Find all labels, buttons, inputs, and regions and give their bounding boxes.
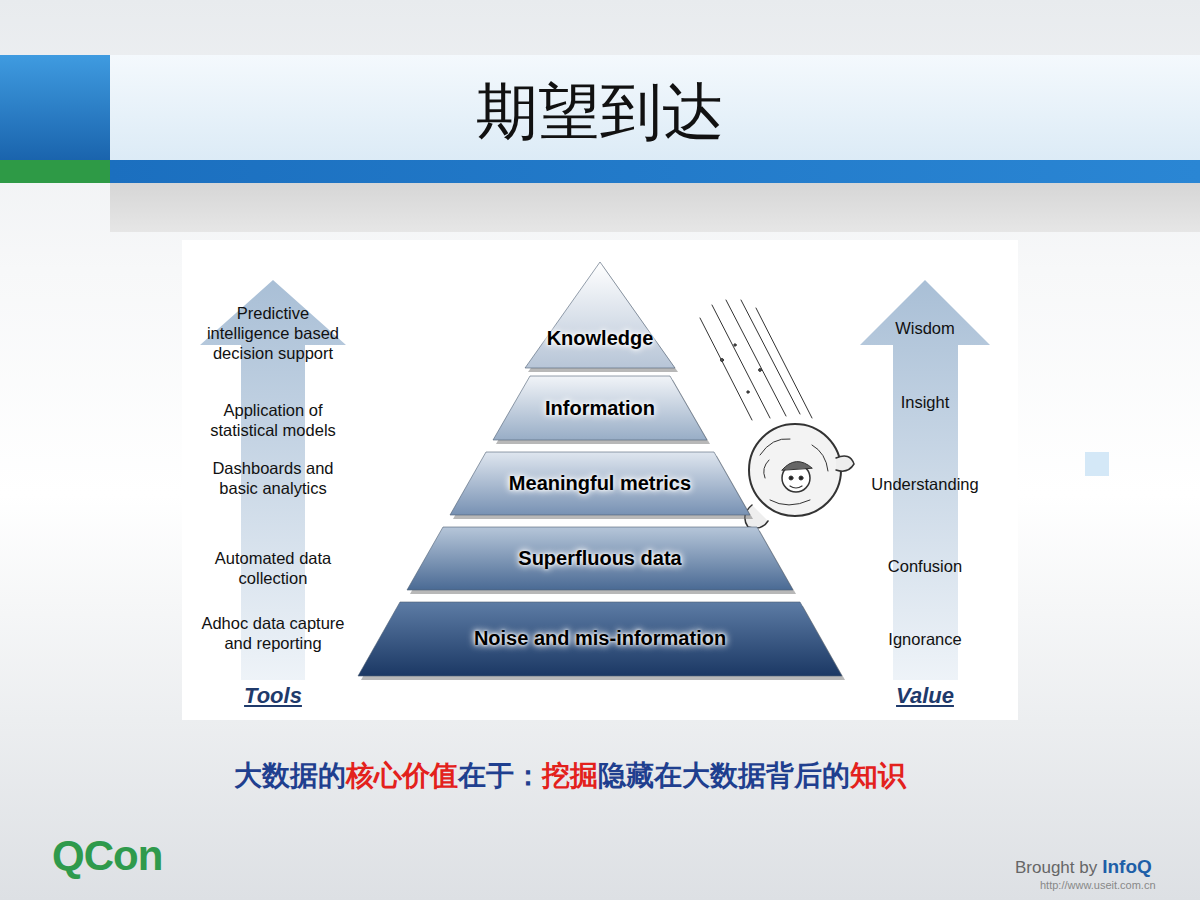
footer-credit: Brought by InfoQ	[1015, 856, 1157, 878]
caption-text: 挖掘	[542, 759, 598, 792]
scale-label: Dashboards and basic analytics	[198, 458, 348, 498]
caption-line: 大数据的核心价值在于：挖掘隐藏在大数据背后的知识	[0, 758, 1140, 794]
pyramid-label: Meaningful metrics	[460, 471, 740, 495]
caption-text: 核心价值	[346, 759, 458, 792]
pyramid-band: Information	[493, 376, 707, 440]
band-fill	[525, 262, 675, 368]
blue-bar	[110, 160, 1200, 183]
pyramid-band: Noise and mis-information	[358, 602, 842, 676]
band-shape	[525, 262, 675, 368]
scale-label: Automated data collection	[198, 548, 348, 588]
pyramid-label: Knowledge	[535, 326, 665, 350]
deco-square	[1085, 452, 1109, 476]
conference-logo: QCon	[52, 832, 162, 880]
pyramid-label: Noise and mis-information	[368, 626, 832, 650]
green-strip	[0, 160, 110, 183]
header-block	[0, 55, 110, 160]
band-fill	[493, 376, 707, 440]
watermark: http://www.useit.com.cn	[1040, 879, 1156, 891]
scale-label: Insight	[855, 392, 995, 412]
scale-arrow: Predictive intelligence based decision s…	[190, 275, 356, 715]
scale-arrow: WisdomInsightUnderstandingConfusionIgnor…	[850, 275, 1000, 715]
caption-text: 知识	[850, 759, 906, 792]
axis-heading: Tools	[198, 683, 348, 709]
pyramid-band: Meaningful metrics	[450, 452, 750, 515]
scale-label: Application of statistical models	[198, 400, 348, 440]
pyramid-label: Superfluous data	[417, 546, 783, 570]
figure-panel	[182, 240, 1018, 720]
band-fill	[358, 602, 842, 676]
pyramid-label: Information	[503, 396, 697, 420]
scale-label: Predictive intelligence based decision s…	[198, 303, 348, 363]
caption-text: 大数据的	[234, 759, 346, 792]
scale-label: Confusion	[855, 556, 995, 576]
pyramid-band: Superfluous data	[407, 527, 793, 590]
scale-label: Understanding	[855, 474, 995, 494]
axis-heading: Value	[855, 683, 995, 709]
pyramid-band: Knowledge	[525, 262, 675, 368]
slide-title: 期望到达	[0, 70, 1200, 154]
grey-bar	[110, 183, 1200, 232]
caption-text: 在于：	[458, 759, 542, 792]
scale-label: Adhoc data capture and reporting	[198, 613, 348, 653]
caption-text: 隐藏在大数据背后的	[598, 759, 850, 792]
credit-text: Brought by	[1015, 858, 1097, 877]
arrow-shape	[850, 275, 1000, 715]
band-fill	[450, 452, 750, 515]
scale-label: Wisdom	[855, 318, 995, 338]
scale-label: Ignorance	[855, 629, 995, 649]
publisher-logo: InfoQ	[1102, 856, 1152, 877]
band-fill	[407, 527, 793, 590]
